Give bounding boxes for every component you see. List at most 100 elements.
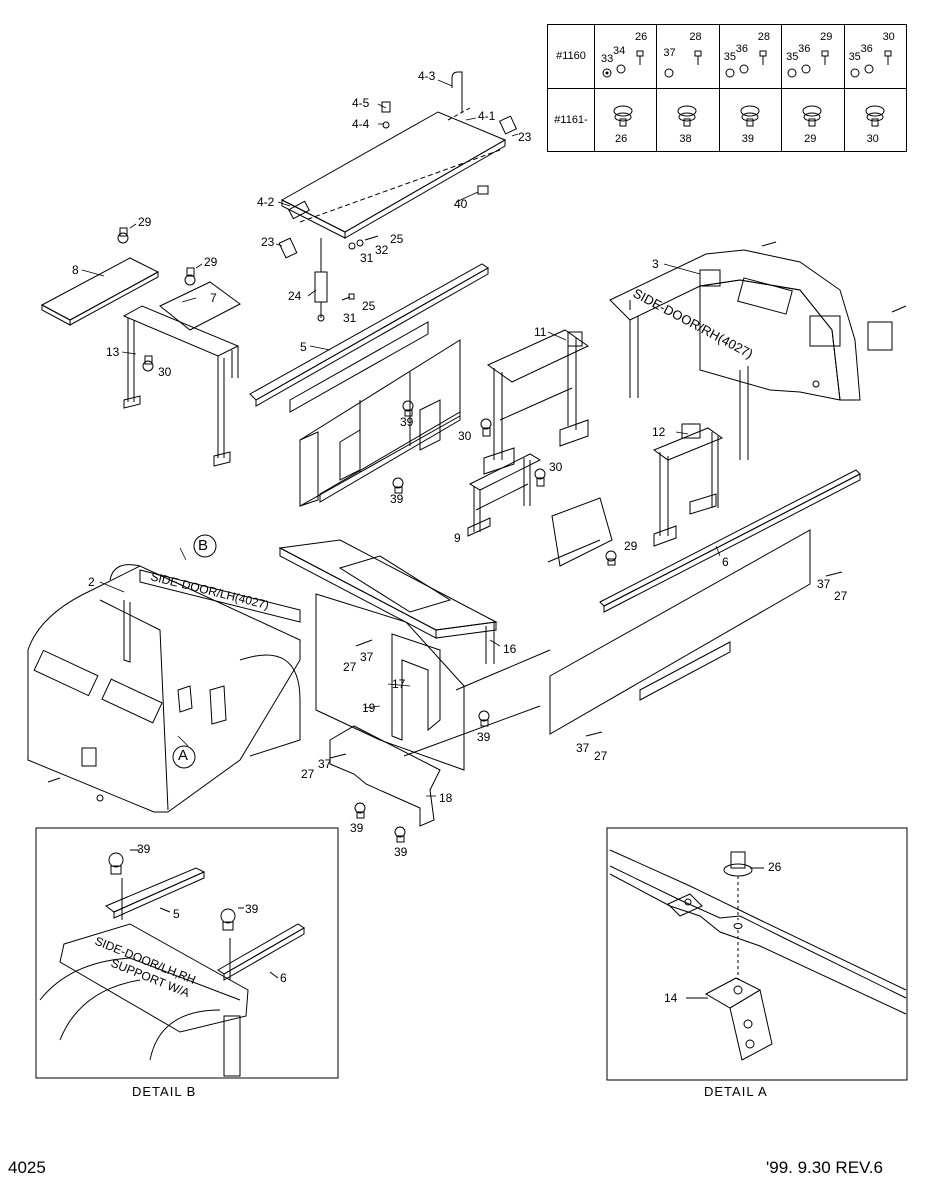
callout-37: 37	[817, 577, 831, 591]
table-row: #1161- 26 38	[547, 87, 908, 152]
table-cell: 30	[843, 87, 908, 152]
flange-bolt-icon	[677, 105, 697, 126]
detail-a-box	[606, 827, 908, 1081]
callout-4-2: 4-2	[257, 195, 275, 209]
callout-12: 12	[652, 425, 666, 439]
callout-4-1: 4-1	[478, 109, 496, 123]
stand-9	[467, 453, 542, 537]
callout-label: 35	[786, 51, 799, 63]
callout-27: 27	[343, 660, 357, 674]
callout-4-4: 4-4	[352, 117, 370, 131]
callout-30: 30	[158, 365, 172, 379]
callout-label: 28	[689, 31, 702, 43]
callout-label: 30	[882, 31, 895, 43]
detail-a-marker	[172, 745, 196, 769]
flange-bolt-icon	[613, 105, 633, 126]
callout-39: 39	[477, 730, 491, 744]
callout-label: 35	[848, 51, 861, 63]
callout-31: 31	[343, 311, 357, 325]
callout-label: 38	[679, 132, 692, 145]
stand-12	[652, 423, 724, 547]
callout-label: 33	[601, 53, 614, 65]
washer-bolt-icon	[664, 50, 702, 78]
revision-date: '99. 9.30 REV.6	[766, 1158, 883, 1177]
callout-40: 40	[454, 197, 468, 211]
table-cell: 29	[781, 87, 845, 152]
callout-label: 28	[757, 31, 771, 43]
callout-29: 29	[624, 539, 638, 553]
callout-37: 37	[360, 650, 374, 664]
callout-16: 16	[503, 642, 517, 656]
callout-25: 25	[362, 299, 376, 313]
rail-6	[599, 469, 861, 613]
flange-bolt-icon	[740, 105, 760, 126]
callout-7: 7	[210, 291, 217, 305]
support-plate-4	[278, 71, 518, 259]
callout-39: 39	[390, 492, 404, 506]
callout-23: 23	[518, 130, 532, 144]
plate-18	[329, 725, 441, 827]
detail-a-callout-14: 14	[664, 991, 678, 1005]
callout-6: 6	[722, 555, 729, 569]
callout-27: 27	[594, 749, 608, 763]
callout-label: 36	[735, 43, 749, 55]
callout-19: 19	[362, 701, 376, 715]
callout-31: 31	[360, 251, 374, 265]
detail-b-box	[35, 827, 339, 1079]
table-row-label: #1160	[547, 24, 595, 89]
callout-label: 29	[820, 31, 833, 43]
table-cell: 26	[593, 87, 658, 152]
bracket-16	[278, 539, 498, 664]
washer-bolt-icon	[787, 50, 829, 78]
bracket-7	[159, 281, 241, 331]
callout-39: 39	[350, 821, 364, 835]
page-number: 4025	[8, 1158, 46, 1177]
parts-table: #1160 33 34 26 37 28	[547, 24, 908, 152]
callout-3: 3	[652, 257, 659, 271]
table-cell: 38	[656, 87, 720, 152]
callout-25: 25	[390, 232, 404, 246]
callout-label: 37	[663, 47, 676, 59]
detail-a-letter: A	[178, 747, 189, 764]
plate-17	[315, 593, 465, 771]
callout-37: 37	[318, 757, 332, 771]
gas-spring-24	[314, 238, 328, 322]
stand-11	[483, 329, 589, 475]
detail-a-caption: DETAIL A	[704, 1084, 768, 1099]
callout-30: 30	[458, 429, 472, 443]
washer-bolt-icon	[850, 50, 892, 78]
stand-13	[122, 305, 240, 467]
detail-b-callout-5: 5	[173, 907, 180, 921]
plate-small	[551, 497, 613, 567]
callout-label: 26	[615, 132, 628, 145]
callout-29: 29	[138, 215, 152, 229]
detail-b-callout-39: 39	[245, 902, 259, 916]
table-cell: 35 36 28	[718, 24, 783, 89]
callout-4-3: 4-3	[418, 69, 436, 83]
detail-b-callout-6: 6	[280, 971, 287, 985]
table-cell: 33 34 26	[593, 24, 658, 89]
callout-2: 2	[88, 575, 95, 589]
callout-24: 24	[288, 289, 302, 303]
washer-bolt-icon	[602, 50, 644, 78]
flange-bolt-icon	[802, 105, 822, 126]
detail-b-marker	[193, 534, 217, 558]
callout-37: 37	[576, 741, 590, 755]
bracket-8	[40, 257, 160, 326]
callout-23: 23	[261, 235, 275, 249]
callout-4-5: 4-5	[352, 96, 370, 110]
detail-b-callout-39: 39	[137, 842, 151, 856]
rh-door-label: SIDE-DOOR/RH(4027)	[631, 285, 756, 361]
callout-32: 32	[375, 243, 389, 257]
callout-5: 5	[300, 340, 307, 354]
callout-label: 39	[741, 132, 755, 145]
callout-11: 11	[534, 325, 547, 339]
callout-label: 34	[613, 45, 626, 57]
washer-bolt-icon	[725, 50, 767, 78]
side-door-rh-3	[609, 241, 907, 460]
callout-label: 26	[635, 31, 648, 43]
callout-27: 27	[834, 589, 848, 603]
callout-27: 27	[301, 767, 315, 781]
